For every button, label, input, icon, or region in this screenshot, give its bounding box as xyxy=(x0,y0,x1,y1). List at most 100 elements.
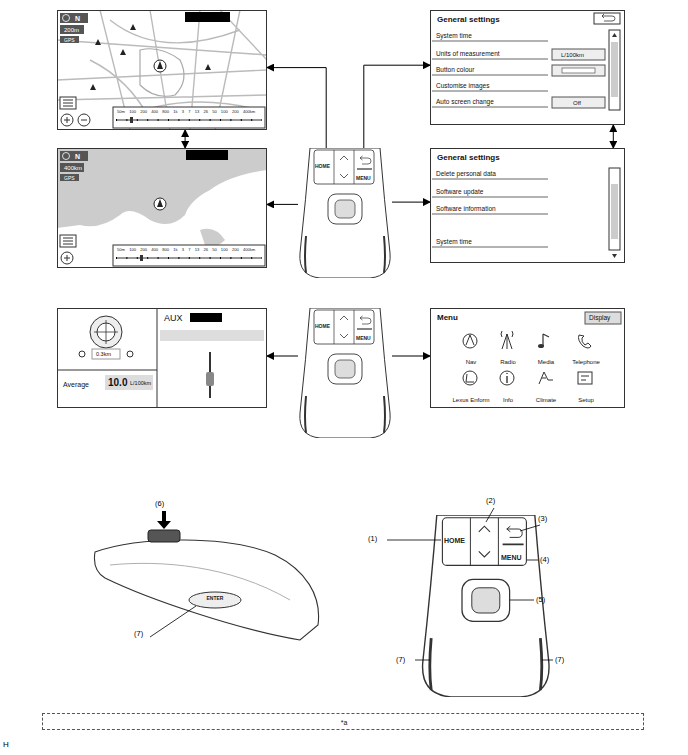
screen-text: L/100km xyxy=(561,52,584,58)
screen-text: 400km xyxy=(64,165,82,171)
settings-screen-art xyxy=(432,13,620,258)
side-view-controller xyxy=(94,511,318,640)
settings-screen-art xyxy=(611,42,618,97)
leader-line xyxy=(486,508,494,522)
settings-screen-art xyxy=(609,168,620,250)
menu-screen-art xyxy=(466,335,474,345)
connector-arrow xyxy=(267,204,298,205)
screen-text: HOME xyxy=(315,324,330,329)
settings-screen: General settingsDelete personal dataSoft… xyxy=(430,148,625,263)
leader-line xyxy=(520,525,540,531)
settings-screen-art xyxy=(552,65,605,76)
map-screen-art xyxy=(157,61,163,69)
map-screen-art xyxy=(61,114,73,126)
remote-touch-controller xyxy=(423,515,549,697)
screen-text: HOME xyxy=(315,164,330,169)
screen-text: Menu xyxy=(437,314,458,322)
screen-text: General settings xyxy=(437,16,500,24)
map-screen-art xyxy=(185,12,230,22)
connector-arrow xyxy=(392,202,430,203)
menu-screen-art xyxy=(578,372,592,384)
side-view-controller xyxy=(94,540,318,640)
leader-line xyxy=(527,560,538,561)
screen-text: N xyxy=(75,15,80,22)
menu-screen-art xyxy=(506,373,507,383)
part-label: MENU xyxy=(501,554,522,561)
map-screen-art xyxy=(63,100,73,106)
leader-line xyxy=(542,660,553,661)
map-screen-art xyxy=(140,255,143,261)
map-screen-art xyxy=(81,120,87,121)
screen-text: 0.3km xyxy=(96,352,111,358)
screen-text: Average xyxy=(63,381,89,388)
menu-screen-art xyxy=(501,331,513,349)
trip-aux-screen: 0.3kmAverage10.0L/100kmAUX xyxy=(57,308,267,408)
trip-aux-screen-art xyxy=(209,386,211,398)
settings-screen-art xyxy=(612,254,617,258)
connector-arrow xyxy=(392,356,430,357)
settings-screen-art xyxy=(562,68,595,73)
screen-text: 50m 100 200 400 800 1k 3 7 13 26 50 100 … xyxy=(117,248,255,252)
leader-line xyxy=(510,600,534,601)
map-screen-art xyxy=(154,198,166,210)
map-screen-art xyxy=(64,117,70,123)
map-screen-art xyxy=(200,229,225,247)
screen-text: 50m 100 200 400 800 1k 3 7 13 26 50 100 … xyxy=(117,110,255,114)
settings-screen-art xyxy=(612,33,617,37)
menu-screen-art xyxy=(581,376,589,380)
screen-text: Media xyxy=(538,359,554,365)
screen-text: *a xyxy=(341,719,348,726)
screen-text: Button colour xyxy=(436,67,474,74)
screen-text: N xyxy=(75,153,80,160)
map-screen: N400kmGPS50m 100 200 400 800 1k 3 7 13 2… xyxy=(57,148,267,268)
menu-screen-art xyxy=(500,371,514,385)
screen-text: System time xyxy=(436,33,472,40)
menu-screen-art xyxy=(466,374,474,382)
menu-screen-art xyxy=(463,312,621,385)
screen-text: Off xyxy=(573,100,581,106)
screen-text: Auto screen change xyxy=(436,99,494,106)
part-label: H xyxy=(3,741,9,749)
map-screen-art xyxy=(60,13,88,23)
settings-screen-art xyxy=(432,179,548,247)
map-screen-art xyxy=(116,258,262,259)
settings-screen-art xyxy=(609,30,620,110)
map-screen-art xyxy=(57,148,267,266)
leader-line xyxy=(415,660,430,661)
map-screen-art xyxy=(130,117,133,123)
menu-screen-art xyxy=(539,372,553,384)
side-view-controller xyxy=(189,592,241,608)
map-screen-art xyxy=(78,114,90,126)
screen-text: System time xyxy=(436,239,472,246)
trip-aux-screen-art xyxy=(94,320,118,344)
trip-aux-screen-art xyxy=(127,351,133,357)
map-screen-art xyxy=(61,252,73,264)
connector-arrow xyxy=(364,65,430,148)
screen-text: L/100km xyxy=(130,381,151,387)
menu-screen-art xyxy=(538,344,544,348)
callout-number: (2) xyxy=(486,497,495,505)
map-screen-art xyxy=(90,24,211,90)
menu-screen-art xyxy=(463,334,477,348)
trip-aux-screen-art xyxy=(190,313,222,322)
settings-screen-art xyxy=(602,14,615,21)
settings-screen-art xyxy=(611,184,618,239)
screen-text: Setup xyxy=(578,397,594,403)
trip-aux-screen-art xyxy=(57,308,264,408)
remote-touch-controller xyxy=(300,148,390,278)
map-screen-art xyxy=(116,120,262,121)
map-screen-art xyxy=(60,163,84,172)
settings-screen-art xyxy=(552,49,605,60)
screen-text: Delete personal data xyxy=(436,171,496,178)
map-screen-art xyxy=(57,148,267,228)
callout-number: (5) xyxy=(536,596,545,604)
map-screen: N200mGPS50m 100 200 400 800 1k 3 7 13 26… xyxy=(57,10,267,130)
map-screen-art xyxy=(116,257,262,259)
map-screen-art xyxy=(113,245,265,266)
settings-screen: General settingsSystem timeUnits of meas… xyxy=(430,10,625,125)
map-screen-art xyxy=(57,10,267,130)
screen-text: Info xyxy=(503,397,513,403)
trip-aux-screen-art xyxy=(92,349,120,359)
screen-text: General settings xyxy=(437,154,500,162)
